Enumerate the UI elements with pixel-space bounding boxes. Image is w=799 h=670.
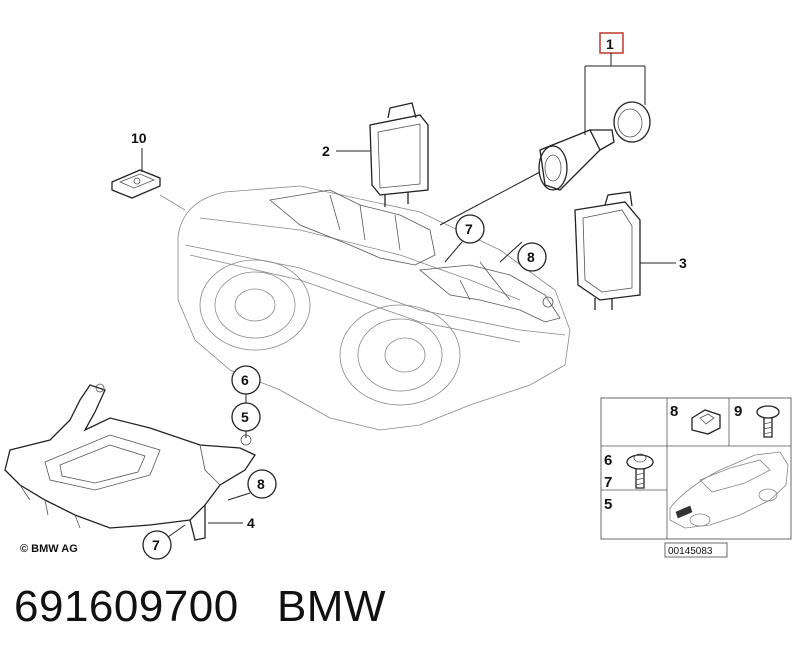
parts-diagram: 1 2 3 10 7 8 [4, 32, 792, 560]
callout-circle-7b [142, 530, 172, 560]
callout-8b: 8 [257, 476, 265, 492]
legend-panel: 8 9 6 7 5 [600, 397, 792, 540]
headlight-housing [177, 185, 571, 431]
legend-item-9: 9 [734, 403, 742, 420]
callout-circle-8a [517, 242, 547, 272]
diagram-code: 00145083 [668, 546, 713, 557]
diagram-code-box [664, 542, 728, 558]
callout-10: 10 [131, 130, 147, 146]
callout-7b: 7 [152, 537, 160, 553]
copyright: © BMW AG [20, 543, 78, 555]
cover-right [574, 191, 641, 310]
callout-2: 2 [322, 143, 330, 159]
callout-circle-7a [455, 214, 485, 244]
legend-item-6: 6 [604, 452, 612, 469]
part-number: 691609700 [14, 582, 239, 631]
callout-8a: 8 [527, 249, 535, 265]
callout-5: 5 [241, 409, 249, 425]
callout-circle-8b [247, 469, 277, 499]
legend-item-8: 8 [670, 403, 678, 420]
callout-3: 3 [679, 255, 687, 271]
bracket-4 [4, 383, 256, 541]
bulb-assembly [439, 101, 651, 226]
legend-item-7: 7 [604, 474, 612, 491]
clip-nut-10 [111, 148, 186, 211]
callout-4: 4 [247, 515, 255, 531]
brand-name: BMW [276, 582, 386, 631]
callout-1: 1 [606, 36, 614, 52]
callout-6: 6 [241, 372, 249, 388]
legend-item-5: 5 [604, 496, 612, 513]
callout-7a: 7 [465, 221, 473, 237]
car-icon [669, 451, 789, 529]
cover-left [369, 102, 429, 207]
footer-part-line: 691609700 BMW [14, 582, 386, 632]
